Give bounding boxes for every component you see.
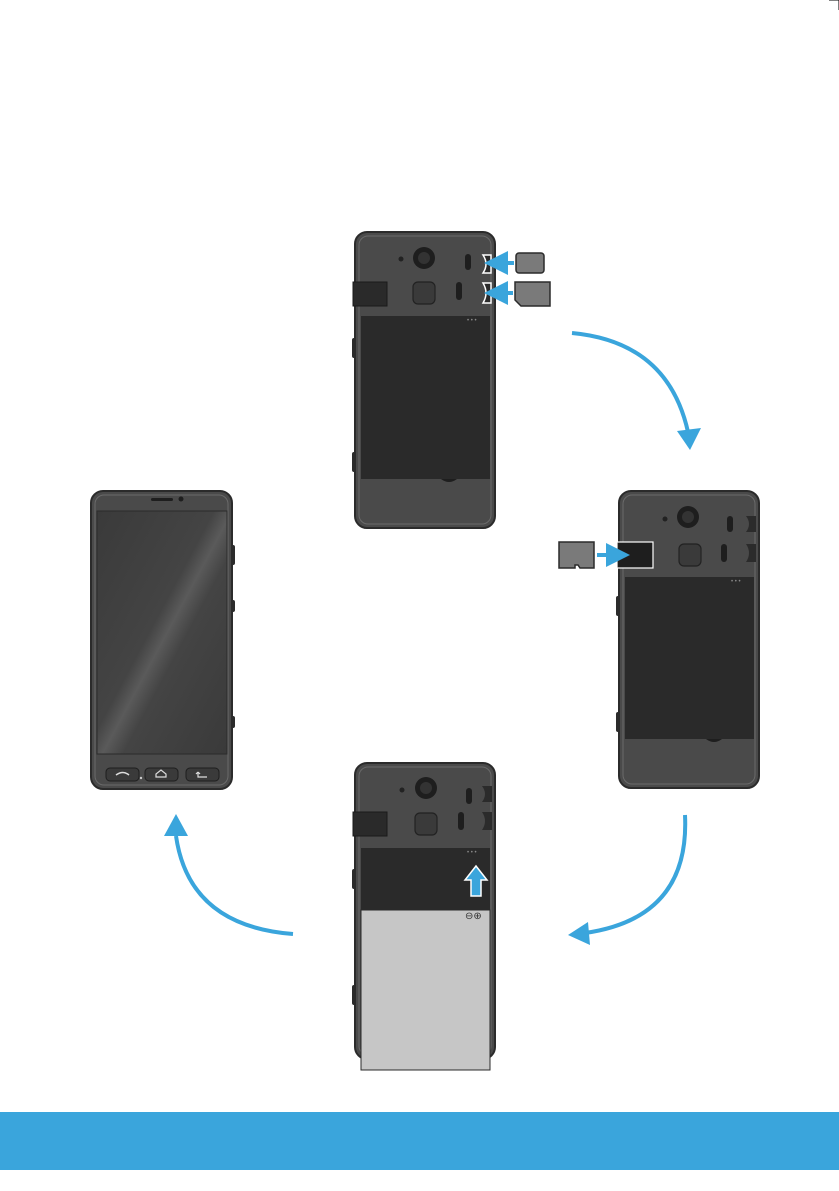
phone-back-top: • • • (352, 232, 495, 528)
battery-polarity: ⊖⊕ (465, 911, 482, 922)
step-insert-sim-cards: • • • (352, 232, 550, 528)
step-insert-memory-card: • • • (559, 491, 759, 788)
insert-arrows (496, 263, 514, 293)
phone-back-right: • • • (616, 491, 759, 788)
flow-arrow-right-to-bottom (585, 815, 685, 933)
battery-icon: ⊖⊕ (361, 910, 490, 1070)
svg-text:• • •: • • • (731, 579, 741, 585)
svg-text:• • •: • • • (467, 850, 477, 856)
phone-front-icon (91, 491, 235, 789)
crop-mark (829, 0, 839, 10)
sim-card-icon (515, 253, 550, 306)
call-button-icon (106, 768, 139, 781)
microsd-card-icon (559, 542, 594, 568)
svg-text:• • •: • • • (467, 318, 477, 324)
flow-arrow-top-to-right (572, 333, 688, 432)
step-insert-battery: • • • ⊖⊕ (352, 763, 495, 1070)
flow-arrow-bottom-to-left (176, 836, 293, 934)
back-button-icon (186, 768, 219, 781)
footer-band (0, 1112, 839, 1170)
step-phone-ready (91, 491, 235, 789)
